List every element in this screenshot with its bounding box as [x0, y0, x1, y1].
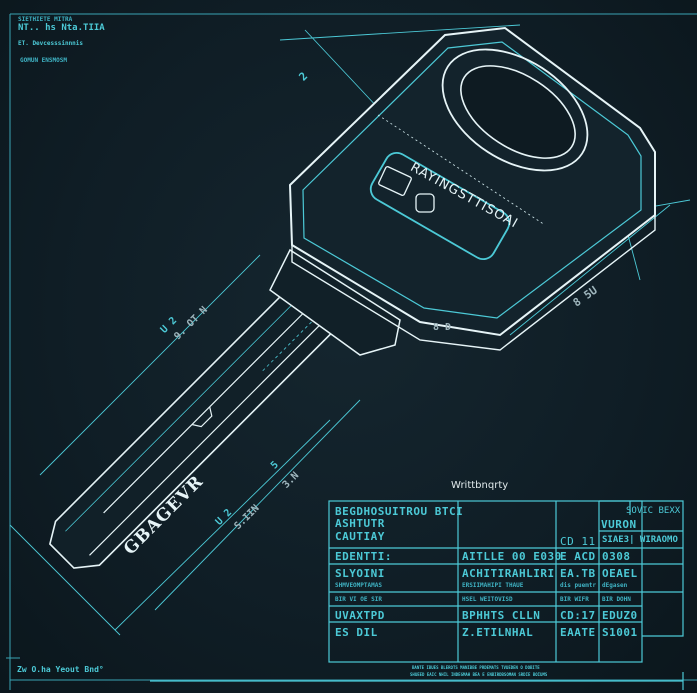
- cell: EA.TB: [560, 567, 596, 580]
- footnote: SHUEED EAIC NHIL INDEGMAH BEA E ENBIRDBS…: [410, 672, 548, 677]
- drawing-description: ET. Devcesssinnnis: [18, 40, 84, 47]
- cell: CAUTIAY: [335, 530, 385, 543]
- cell: ASHTUTR: [335, 517, 385, 530]
- cell: SLYOINI: [335, 567, 385, 580]
- cell: UVAXTPD: [335, 609, 385, 622]
- cell: S1001: [602, 626, 638, 639]
- cell: SIAE3| WIRAOMO: [602, 535, 678, 545]
- cell: ACHITIRAHLIRI: [462, 567, 555, 580]
- footer-label: Zw O.ha Yeout Bnd°: [17, 665, 104, 674]
- cell: BPHHTS CLLN: [462, 609, 541, 622]
- cell: ES DIL: [335, 626, 378, 639]
- cell: CD 11: [560, 535, 596, 548]
- footnote: BANTE IBUES BLEROTS MANIBBE PRDEMATS TVU…: [412, 665, 540, 670]
- mail-icon: [378, 166, 412, 196]
- title-block-corner: SOVIC BEXX: [626, 506, 681, 516]
- cell: VURON: [601, 518, 637, 531]
- cell: BIR WIFR: [560, 596, 589, 603]
- title-block-grid: [150, 500, 684, 690]
- cell: HSEL WEITOVISD: [462, 596, 513, 603]
- cell: EDENTTI:: [335, 550, 392, 563]
- cell: ERSIIMAHIPI THAUE: [462, 582, 524, 589]
- cell: EDUZ0: [602, 609, 638, 622]
- power-icon: [415, 193, 435, 213]
- key-shoulder: [269, 248, 401, 356]
- dimension-label: 8 D: [433, 322, 452, 333]
- cell: dEgasen: [602, 582, 628, 589]
- key-head: [288, 26, 656, 351]
- cell: BEGDHOSUITROU BTCI: [335, 505, 464, 518]
- cell: OEAEL: [602, 567, 638, 580]
- cell: AITLLE 00 E030: [462, 550, 562, 563]
- header-line-0: SIETHIETE MITRA: [18, 16, 73, 23]
- cell: EAATE: [560, 626, 596, 639]
- cell: 0308: [602, 550, 631, 563]
- cell: dis puemtr: [560, 582, 597, 589]
- cell: Z.ETILNHAL: [462, 626, 534, 639]
- frame-lines: [6, 13, 697, 690]
- cell: BIR DOHN: [602, 596, 631, 603]
- title-block-title: Writtbnqrty: [451, 480, 509, 491]
- cell: CD:17: [560, 609, 596, 622]
- header-line-3: GOMUN ENSMOSM: [20, 57, 67, 64]
- cell: E ACD: [560, 550, 596, 563]
- drawing-number: NT.. hs Nta.TIIA: [18, 23, 105, 33]
- cell: SHMVEOMPTAMAS: [335, 582, 382, 589]
- cell: BIR VI OE SIR: [335, 596, 382, 603]
